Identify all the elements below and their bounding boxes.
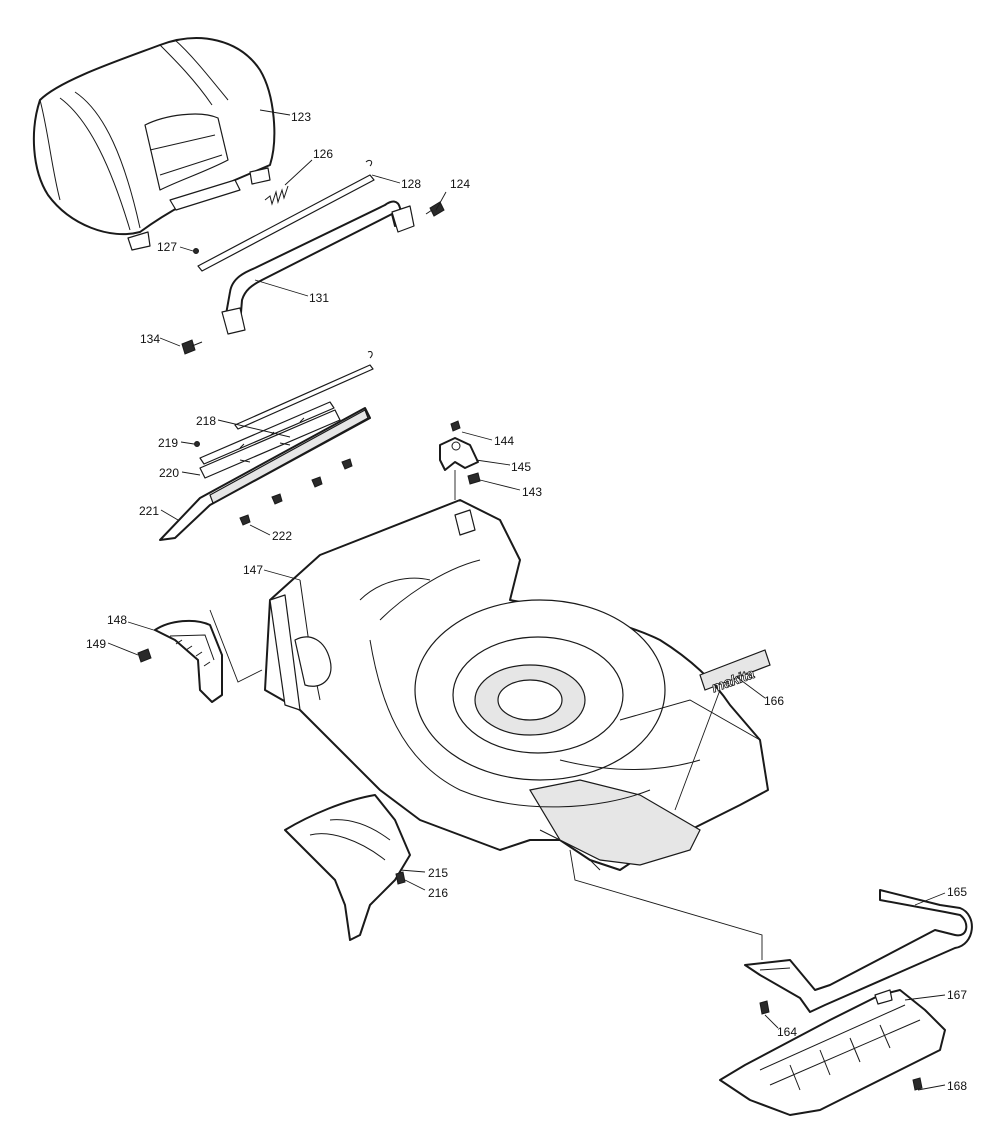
part-164-bolt	[759, 1000, 770, 1015]
callout-222: 222	[272, 529, 292, 543]
part-215-chute-deflector	[284, 794, 411, 941]
part-rear-flap-rod	[234, 351, 374, 430]
callout-127: 127	[157, 240, 177, 254]
callout-165: 165	[947, 885, 967, 899]
part-149-bolt	[137, 648, 152, 663]
part-128-rod	[197, 159, 375, 272]
callout-219: 219	[158, 436, 178, 450]
callout-216: 216	[428, 886, 448, 900]
callout-148: 148	[107, 613, 127, 627]
callout-166: 166	[764, 694, 784, 708]
part-134-bolt	[181, 339, 203, 355]
part-143-nut	[467, 472, 481, 485]
callout-221: 221	[139, 504, 159, 518]
callout-145: 145	[511, 460, 531, 474]
part-145-bracket	[439, 437, 479, 471]
callout-labels: 123 126 128 124 127 131 134 218 219 220 …	[86, 110, 967, 1093]
callout-167: 167	[947, 988, 967, 1002]
part-131-handle-bracket	[221, 200, 415, 335]
callout-144: 144	[494, 434, 514, 448]
part-166-logo-plate: makita	[699, 649, 771, 696]
callout-220: 220	[159, 466, 179, 480]
callout-143: 143	[522, 485, 542, 499]
part-124-bolt	[425, 201, 445, 217]
part-167-skid-plate	[719, 989, 946, 1116]
callout-147: 147	[243, 563, 263, 577]
part-126-spring	[264, 185, 289, 206]
callout-131: 131	[309, 291, 329, 305]
part-148-side-cover	[154, 619, 223, 703]
part-220-hinge	[199, 409, 341, 479]
callout-218: 218	[196, 414, 216, 428]
part-221-flap	[159, 407, 371, 541]
part-219-pin	[194, 441, 200, 447]
part-144-screw	[450, 420, 461, 432]
part-216-screw	[395, 871, 406, 885]
callout-128: 128	[401, 177, 421, 191]
part-127-pin	[193, 248, 199, 254]
part-165-lower-rod	[744, 889, 973, 1013]
callout-168: 168	[947, 1079, 967, 1093]
callout-124: 124	[450, 177, 470, 191]
part-222-screws	[239, 458, 353, 526]
part-168-bolt	[912, 1077, 923, 1091]
leader-lines	[107, 109, 946, 1091]
callout-149: 149	[86, 637, 106, 651]
part-147-mower-deck	[264, 499, 769, 871]
callout-164: 164	[777, 1025, 797, 1039]
callout-215: 215	[428, 866, 448, 880]
callout-123: 123	[291, 110, 311, 124]
callout-134: 134	[140, 332, 160, 346]
part-123-catcher-cover	[32, 37, 276, 251]
callout-126: 126	[313, 147, 333, 161]
